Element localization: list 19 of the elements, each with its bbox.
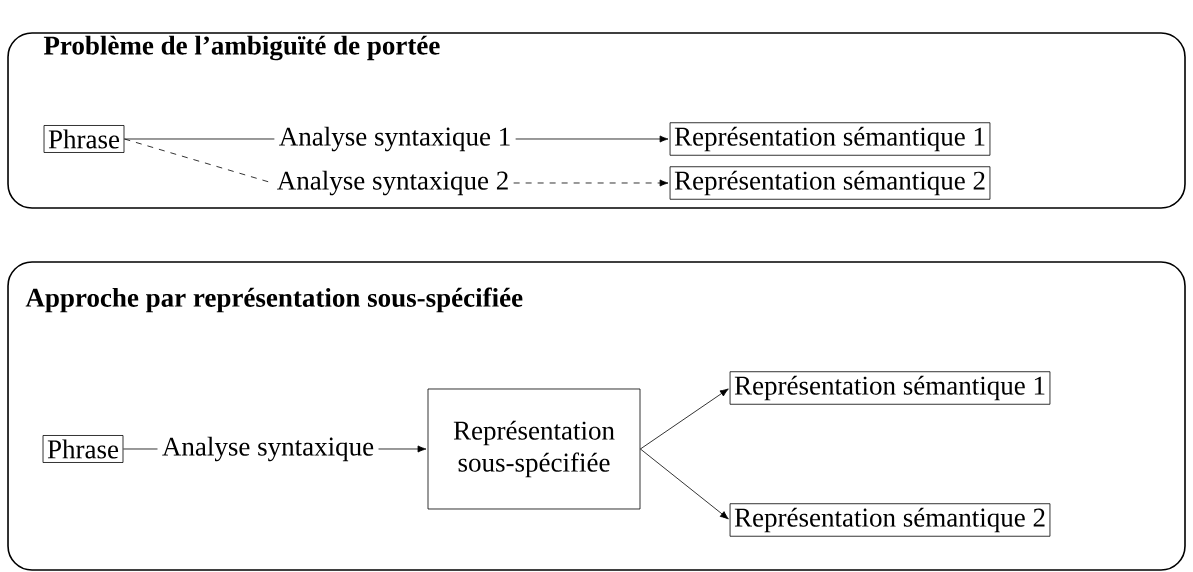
- text-box: Représentation sémantique 1: [669, 122, 991, 156]
- connector-line: [124, 138, 275, 140]
- text-box: Représentation sémantique 1: [729, 371, 1051, 405]
- text-box: Représentation sémantique 2: [729, 503, 1051, 537]
- step-label: Analyse syntaxique: [162, 436, 374, 462]
- heading: Problème de l’ambiguïté de portée: [43, 35, 440, 61]
- step-label: Analyse syntaxique 1: [279, 126, 510, 152]
- arrow: [640, 448, 729, 520]
- step-label: Analyse syntaxique 2: [277, 170, 508, 196]
- text-box: Phrase: [42, 435, 124, 463]
- arrow: [640, 388, 729, 450]
- text-box: Phrase: [43, 125, 125, 153]
- connector-line: [123, 448, 158, 450]
- process-box: Représentation sous-spécifiée: [427, 388, 641, 510]
- arrow: [378, 445, 427, 453]
- arrow: [513, 179, 669, 187]
- text-box: Représentation sémantique 2: [669, 166, 991, 200]
- heading: Approche par représentation sous-spécifiée: [25, 287, 523, 313]
- arrow: [515, 135, 669, 143]
